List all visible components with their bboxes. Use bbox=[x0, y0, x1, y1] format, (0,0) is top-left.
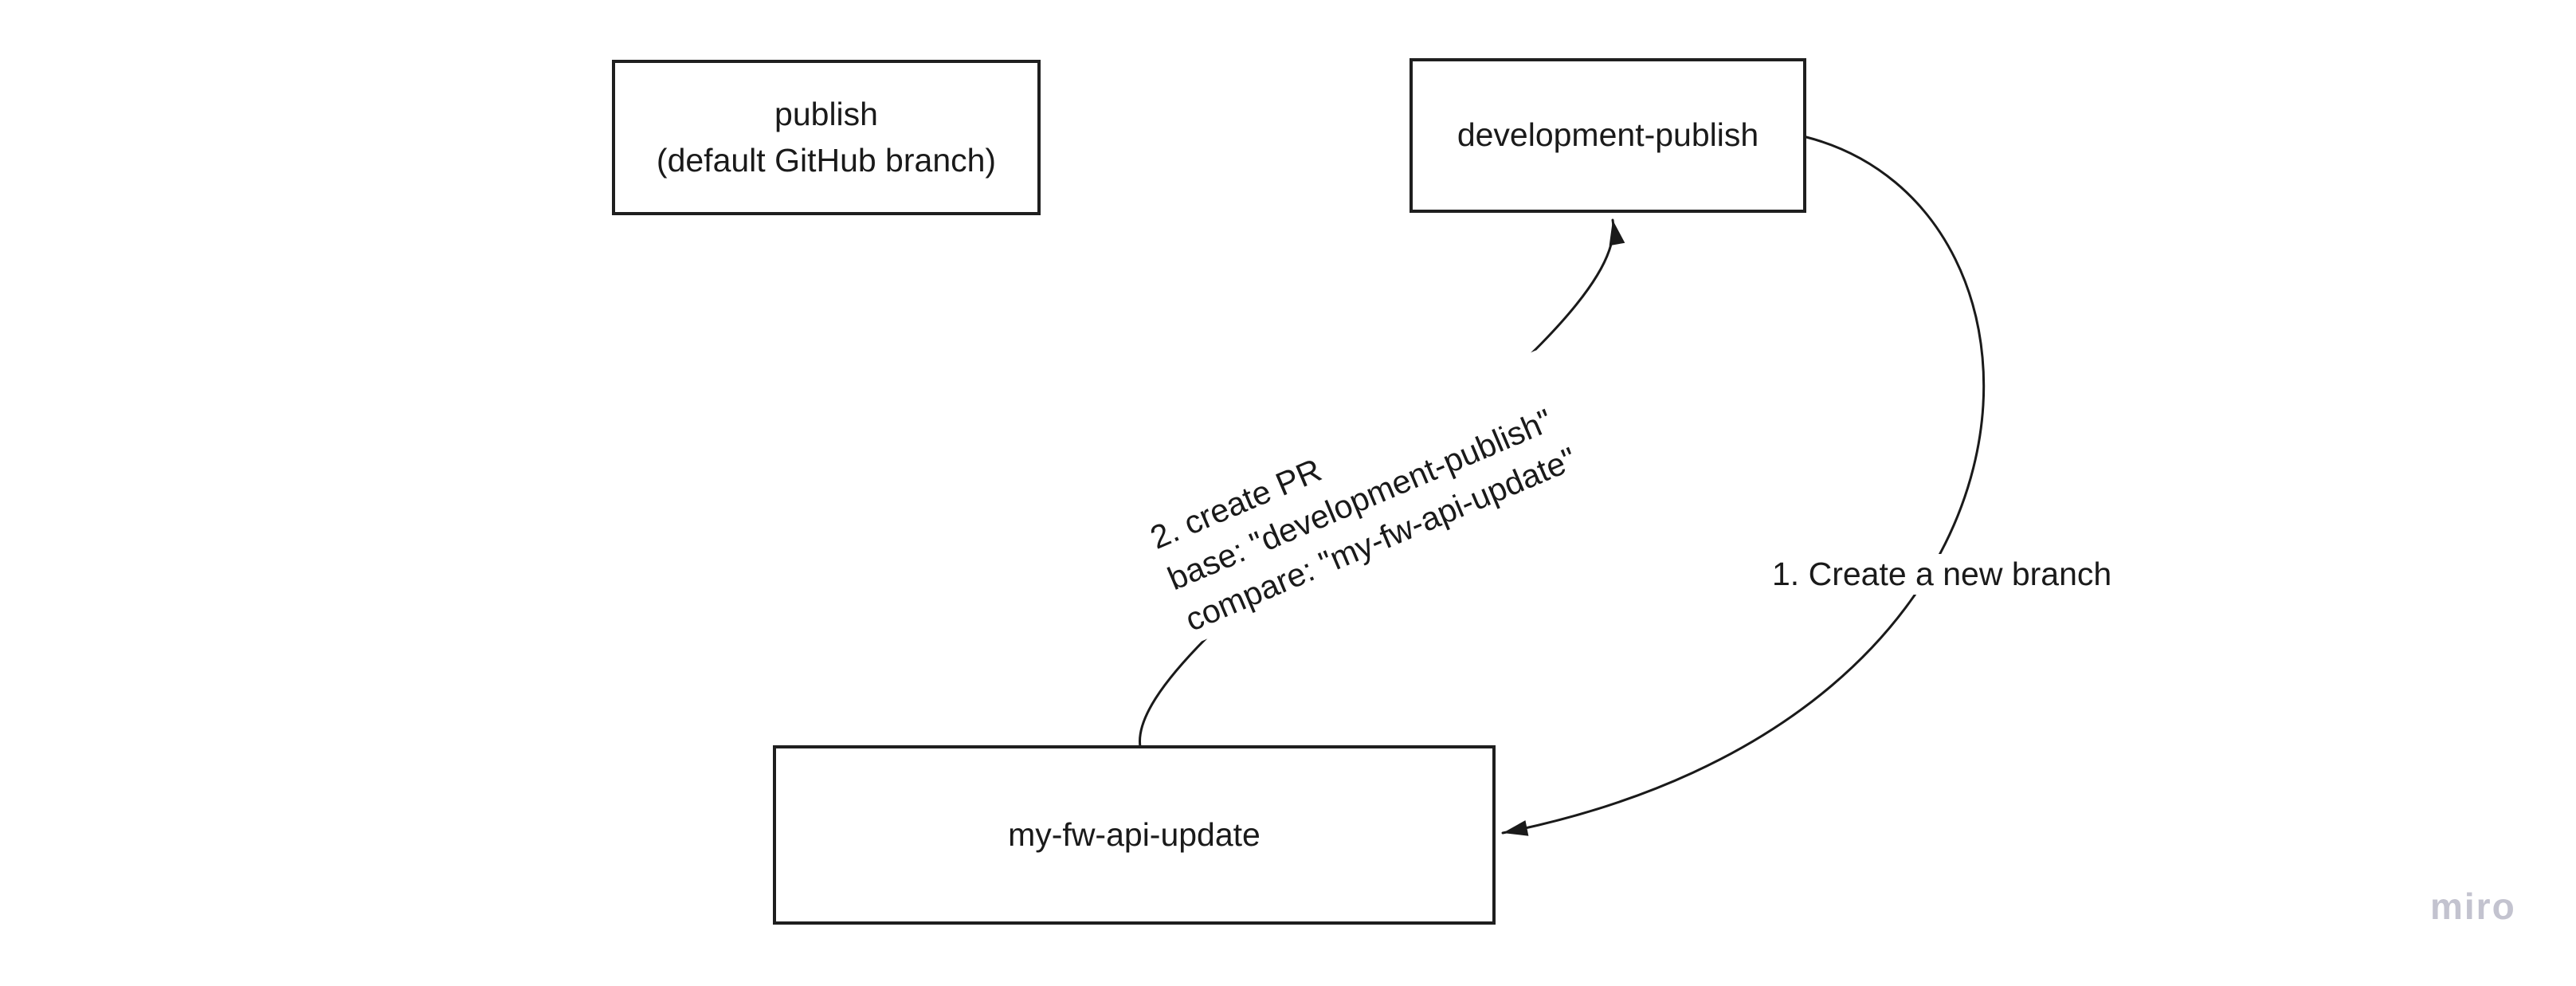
connector-create-branch[interactable] bbox=[1501, 136, 1986, 836]
miro-watermark-logo: miro bbox=[2430, 886, 2516, 927]
node-publish-branch[interactable]: publish (default GitHub branch) bbox=[612, 60, 1041, 215]
create-branch-connector-label[interactable]: 1. Create a new branch bbox=[1767, 554, 2117, 595]
node-my-fw-api-update-branch[interactable]: my-fw-api-update bbox=[773, 745, 1496, 925]
node-my-fw-api-update-label: my-fw-api-update bbox=[1008, 815, 1261, 853]
node-publish-label: publish bbox=[774, 96, 878, 133]
node-publish-sublabel: (default GitHub branch) bbox=[656, 141, 997, 179]
node-development-publish-branch[interactable]: development-publish bbox=[1410, 58, 1806, 213]
node-development-publish-label: development-publish bbox=[1457, 116, 1759, 154]
